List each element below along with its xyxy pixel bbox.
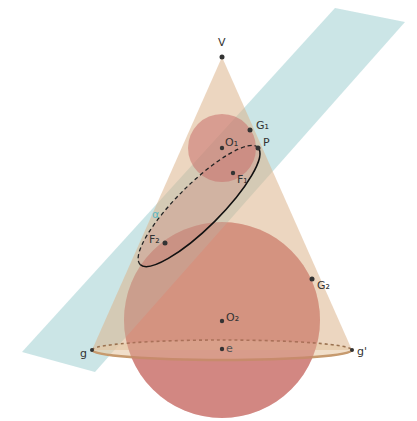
point-label: e	[226, 343, 233, 354]
point	[220, 146, 224, 150]
point	[231, 171, 235, 175]
point-label: α	[152, 209, 159, 220]
point-label: F₁	[237, 174, 248, 185]
point-label: P	[263, 137, 270, 148]
point-label: O₂	[226, 312, 239, 323]
point-label: G₁	[256, 120, 269, 131]
point	[220, 319, 224, 323]
point	[256, 146, 261, 151]
section-ellipse	[125, 132, 274, 280]
ellipse-fill	[125, 132, 274, 280]
point-label: V	[218, 37, 226, 48]
point-label: g'	[357, 346, 367, 357]
point	[163, 241, 168, 246]
point-label: F₂	[149, 234, 160, 245]
point	[350, 348, 354, 352]
point	[310, 277, 315, 282]
point	[90, 348, 94, 352]
point	[220, 55, 225, 60]
ellipse-back	[125, 132, 258, 265]
point	[220, 347, 224, 351]
point-label: G₂	[317, 280, 330, 291]
point-label: O₁	[225, 137, 238, 148]
point-label: g	[80, 348, 87, 359]
ellipse-front	[140, 148, 273, 281]
point	[248, 128, 253, 133]
points	[90, 55, 354, 353]
